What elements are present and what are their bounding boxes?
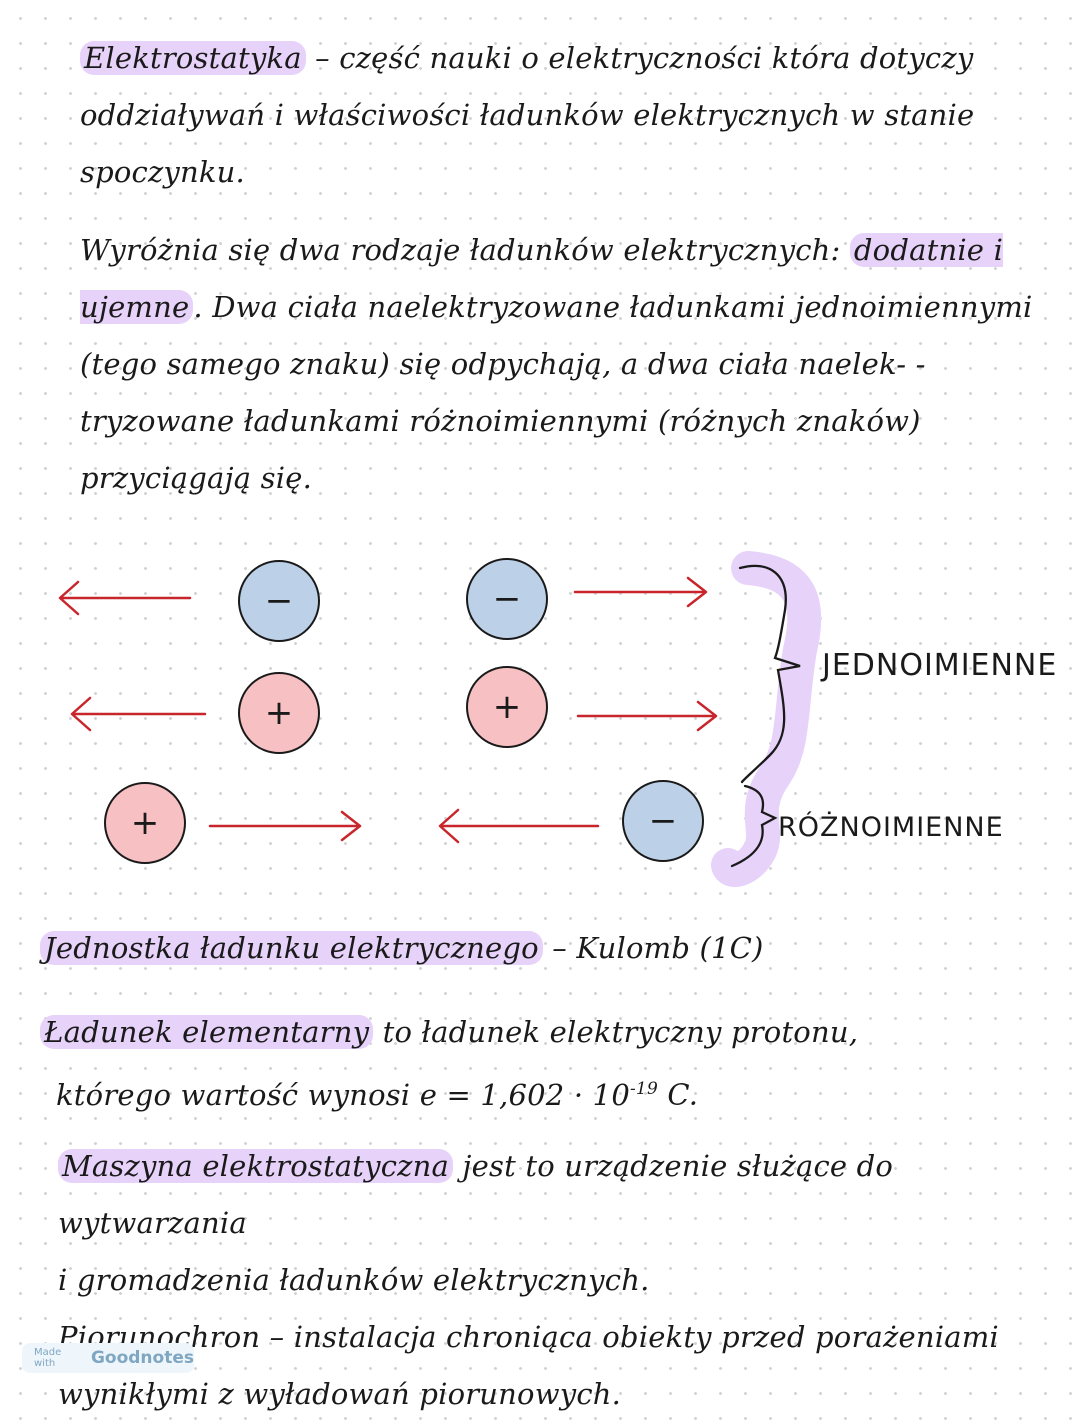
elementary-tail: C. bbox=[657, 1077, 699, 1112]
charge-negative-1: − bbox=[238, 560, 320, 642]
machine-paragraph: Maszyna elektrostatyczna jest to urządze… bbox=[58, 1138, 1048, 1423]
arrow-row1-left bbox=[58, 580, 192, 616]
unit-line: Jednostka ładunku elektrycznego – Kulomb… bbox=[40, 920, 1040, 977]
charge-positive-2: + bbox=[466, 666, 548, 748]
made-with-text: Made with bbox=[34, 1347, 62, 1369]
charges-text-2: . Dwa ciała naelektryzowane ładunkami je… bbox=[80, 290, 1033, 495]
brace-same bbox=[738, 564, 801, 784]
charge-negative-3: − bbox=[622, 780, 704, 862]
machine-text: jest to urządzenie służące do wytwarzani… bbox=[58, 1149, 894, 1240]
term-unit: Jednostka ładunku elektrycznego bbox=[40, 931, 543, 965]
intro-text: – część nauki o elektryczności która dot… bbox=[305, 41, 974, 75]
diagram-arrows bbox=[58, 551, 822, 887]
arrow-row1-right bbox=[573, 576, 708, 608]
brace-highlight bbox=[711, 551, 822, 887]
negative-sign: − bbox=[648, 801, 678, 841]
negative-sign: − bbox=[492, 579, 522, 619]
unit-text: – Kulomb (1C) bbox=[542, 931, 764, 965]
elementary-line2: którego wartość wynosi e = 1,602 · 10 bbox=[56, 1077, 630, 1112]
charge-positive-3: + bbox=[104, 782, 186, 864]
arrow-row3-right bbox=[208, 810, 362, 842]
elementary-charge: Ładunek elementarny to ładunek elektrycz… bbox=[40, 1004, 1040, 1124]
elementary-text: to ładunek elektryczny protonu, bbox=[373, 1015, 859, 1049]
label-jednoimienne: JEDNOIMIENNE bbox=[822, 648, 1058, 683]
arrow-row2-left bbox=[70, 696, 207, 732]
intro-line2: oddziaływań i właściwości ładunków elekt… bbox=[80, 98, 975, 132]
elementary-exponent: -19 bbox=[629, 1079, 658, 1099]
brace-opposite bbox=[730, 784, 778, 868]
arrow-row3-left bbox=[438, 808, 600, 844]
charge-positive-1: + bbox=[238, 672, 320, 754]
charges-text-1: Wyróżnia się dwa rodzaje ładunków elektr… bbox=[80, 233, 850, 267]
arrow-row2-right bbox=[576, 700, 718, 732]
machine-line2: i gromadzenia ładunków elektrycznych. bbox=[58, 1263, 650, 1297]
term-machine: Maszyna elektrostatyczna bbox=[58, 1149, 454, 1183]
negative-sign: − bbox=[264, 581, 294, 621]
positive-sign: + bbox=[130, 803, 160, 843]
charges-paragraph: Wyróżnia się dwa rodzaje ładunków elektr… bbox=[80, 222, 1040, 507]
positive-sign: + bbox=[492, 687, 522, 727]
intro-paragraph: Elektrostatyka – część nauki o elektrycz… bbox=[80, 30, 1040, 201]
term-elementary: Ładunek elementarny bbox=[40, 1015, 374, 1049]
label-roznoimienne: RÓŻNOIMIENNE bbox=[778, 812, 1004, 843]
charge-interaction-diagram: − − + + + − JEDNOIMIENNE RÓŻNOIMIENNE bbox=[0, 520, 1080, 910]
positive-sign: + bbox=[264, 693, 294, 733]
intro-line3: spoczynku. bbox=[80, 155, 245, 189]
lightning-line2: wynikłymi z wyładowań piorunowych. bbox=[58, 1377, 622, 1411]
term-elektrostatyka: Elektrostatyka bbox=[80, 41, 306, 75]
goodnotes-logo: Goodnotes bbox=[90, 1348, 194, 1368]
charge-negative-2: − bbox=[466, 558, 548, 640]
goodnotes-badge: Made with Goodnotes bbox=[22, 1343, 194, 1373]
lightning-line1: Piorunochron – instalacja chroniąca obie… bbox=[58, 1320, 999, 1354]
